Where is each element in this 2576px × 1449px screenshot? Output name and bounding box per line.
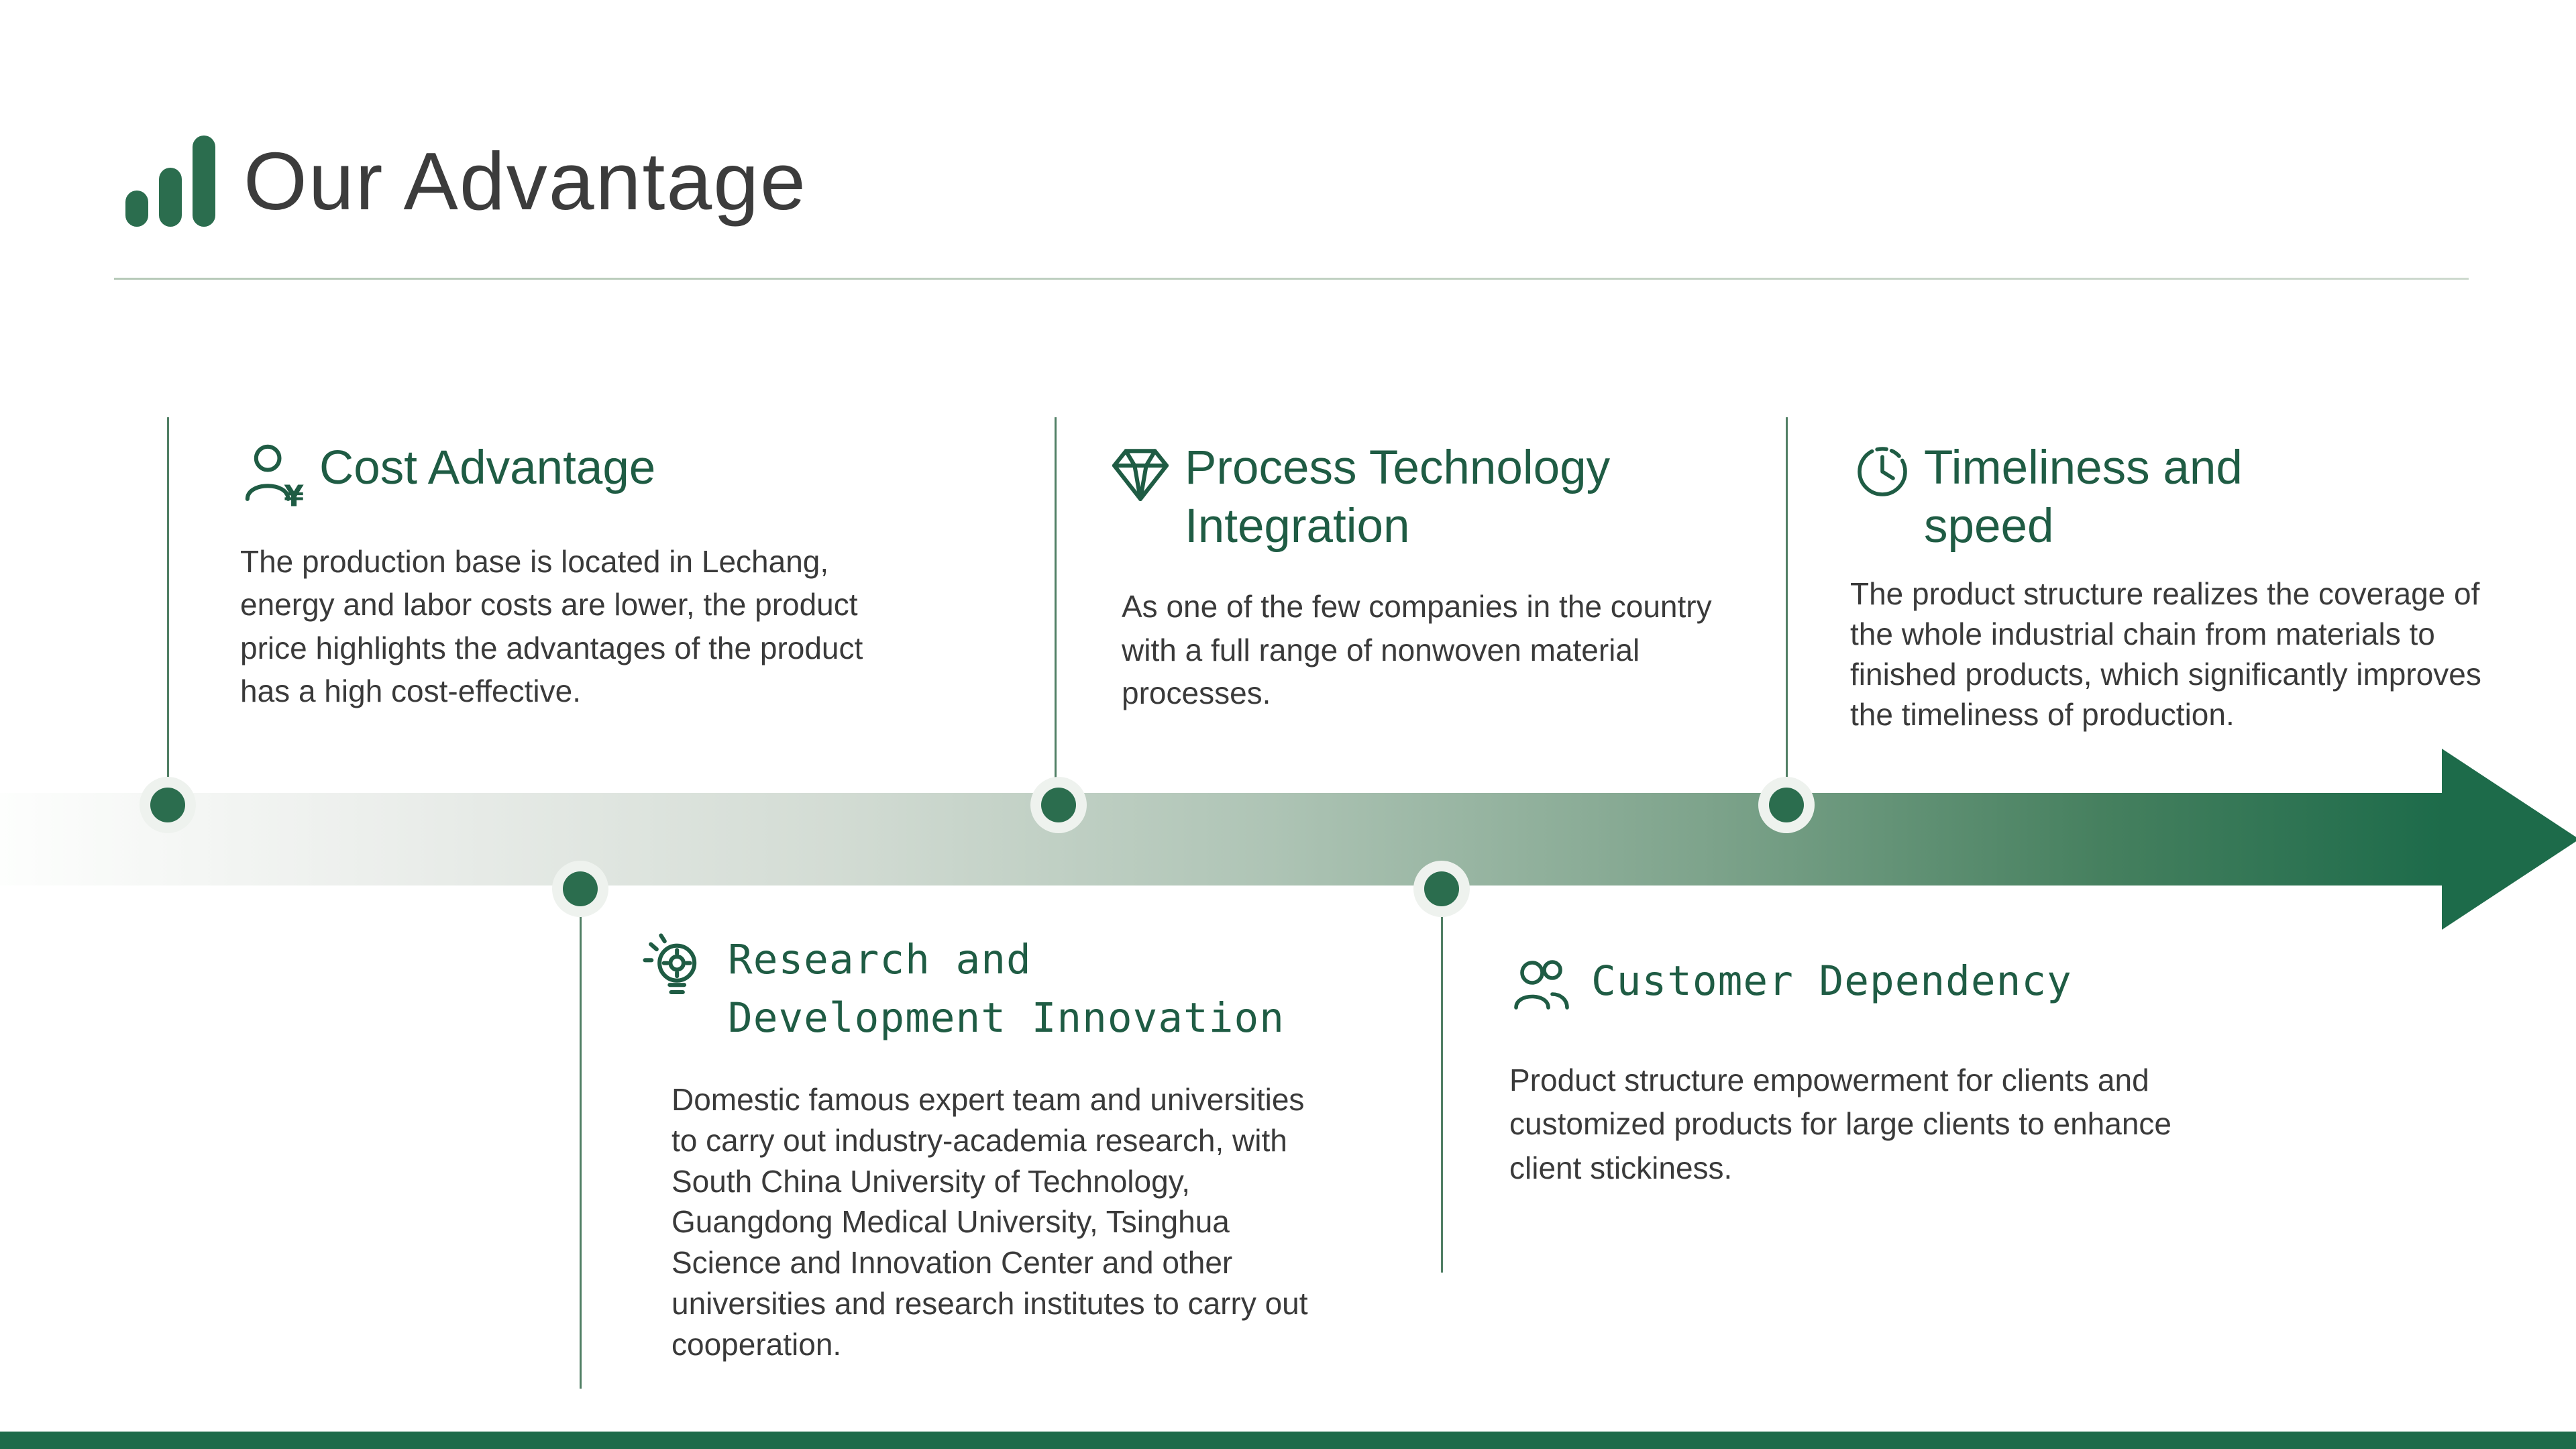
timeline-node-timeliness [1758, 777, 1815, 833]
people-icon [1514, 960, 1569, 1010]
timeline-arrow-band [0, 793, 2443, 885]
person-yen-icon: ¥ [245, 444, 304, 509]
advantage-body: Product structure empowerment for client… [1509, 1063, 2171, 1185]
advantage-title: Research and Development Innovation [728, 936, 1285, 1042]
timeline-node-rnd [552, 861, 608, 917]
diamond-icon [1112, 449, 1169, 501]
advantage-card-customer-header: Customer Dependency [1509, 953, 2227, 1017]
timeline-stem-customer [1441, 889, 1443, 1273]
timeline-node-process [1030, 777, 1087, 833]
advantage-card-customer: Customer Dependency Product structure em… [1509, 953, 2227, 1190]
footer-accent-bar [0, 1432, 2576, 1449]
advantage-body: The production base is located in Lechan… [240, 544, 863, 709]
advantage-title: Process Technology Integration [1185, 441, 1611, 553]
advantage-card-rnd: Research and Development Innovation Dome… [641, 931, 1318, 1364]
advantage-card-process-header: Process Technology Integration [1106, 439, 1783, 555]
timeline-node-customer [1413, 861, 1470, 917]
clock-icon [1858, 447, 1907, 496]
advantage-card-timeliness: Timeliness and speed The product structu… [1850, 439, 2521, 735]
advantage-title: Cost Advantage [319, 441, 656, 494]
advantage-card-cost-header: ¥ Cost Advantage [240, 439, 884, 509]
svg-text:¥: ¥ [284, 480, 304, 509]
timeline-arrow-head [2442, 749, 2576, 930]
timeline-stem-rnd [580, 889, 582, 1389]
header-divider [114, 278, 2469, 280]
advantage-title: Customer Dependency [1591, 957, 2072, 1005]
timeline-node-cost [140, 777, 196, 833]
page-title: Our Advantage [244, 136, 807, 227]
advantage-body: As one of the few companies in the count… [1122, 589, 1712, 710]
advantage-body: Domestic famous expert team and universi… [672, 1082, 1308, 1362]
lightbulb-gear-icon [643, 933, 697, 995]
advantage-card-rnd-header: Research and Development Innovation [641, 931, 1318, 1047]
advantage-title: Timeliness and speed [1924, 441, 2243, 553]
advantage-card-cost: ¥ Cost Advantage The production base is … [240, 439, 884, 713]
bar-chart-icon [125, 136, 215, 227]
advantage-card-process: Process Technology Integration As one of… [1106, 439, 1783, 714]
timeline-stem-cost [167, 417, 169, 805]
timeline-stem-timeliness [1786, 417, 1788, 805]
advantage-card-timeliness-header: Timeliness and speed [1850, 439, 2521, 555]
header: Our Advantage [124, 134, 807, 228]
advantage-body: The product structure realizes the cover… [1850, 576, 2481, 732]
timeline-stem-process [1055, 417, 1057, 805]
